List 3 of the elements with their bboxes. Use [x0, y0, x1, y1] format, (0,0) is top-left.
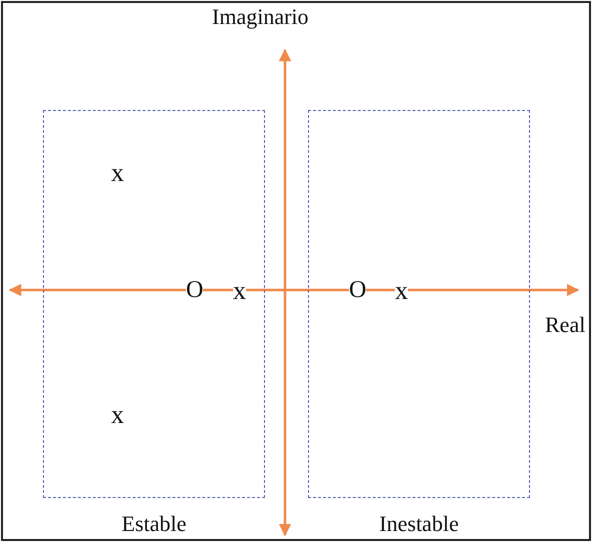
- axis-label: Imaginario: [212, 6, 309, 28]
- region-label: Inestable: [378, 511, 460, 537]
- region-label: Estable: [120, 511, 188, 537]
